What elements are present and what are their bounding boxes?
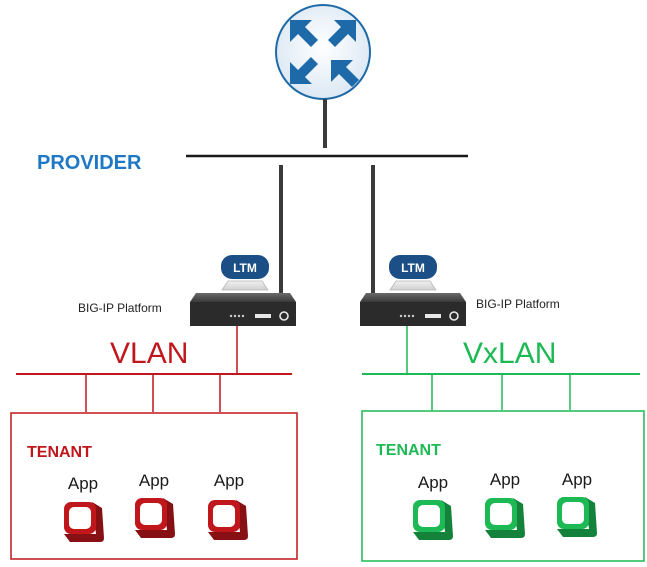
vlan-label: VLAN xyxy=(110,337,188,370)
vxlan-label: VxLAN xyxy=(463,337,556,370)
right-app-label-3: App xyxy=(562,470,592,489)
app-cube-icon xyxy=(64,502,104,542)
left-app-label-3: App xyxy=(214,471,244,490)
left-app-label-2: App xyxy=(139,471,169,490)
left-bigip-device xyxy=(190,293,296,326)
left-platform-label: BIG-IP Platform xyxy=(78,301,162,315)
right-app-cubes xyxy=(413,497,597,540)
right-app-label-1: App xyxy=(418,473,448,492)
right-ltm-badge: LTM xyxy=(389,255,437,291)
right-tenant-label: TENANT xyxy=(376,442,441,459)
left-ltm-badge: LTM xyxy=(221,255,269,291)
right-app-label-2: App xyxy=(490,470,520,489)
app-cube-icon xyxy=(208,500,248,540)
app-cube-icon xyxy=(413,500,453,540)
provider-router xyxy=(275,4,371,100)
app-cube-icon xyxy=(557,497,597,537)
left-app-label-1: App xyxy=(68,474,98,493)
right-ltm-label: LTM xyxy=(401,261,425,275)
right-bigip-device xyxy=(360,293,466,326)
right-platform-label: BIG-IP Platform xyxy=(476,297,560,311)
left-tenant-box xyxy=(10,412,298,560)
right-tenant-box xyxy=(361,410,645,562)
router-arrows-icon xyxy=(290,20,359,87)
left-tenant-label: TENANT xyxy=(27,444,92,461)
provider-label: PROVIDER xyxy=(37,152,142,174)
left-ltm-label: LTM xyxy=(233,261,257,275)
left-app-cubes xyxy=(64,498,248,542)
app-cube-icon xyxy=(135,498,175,538)
app-cube-icon xyxy=(485,498,525,538)
